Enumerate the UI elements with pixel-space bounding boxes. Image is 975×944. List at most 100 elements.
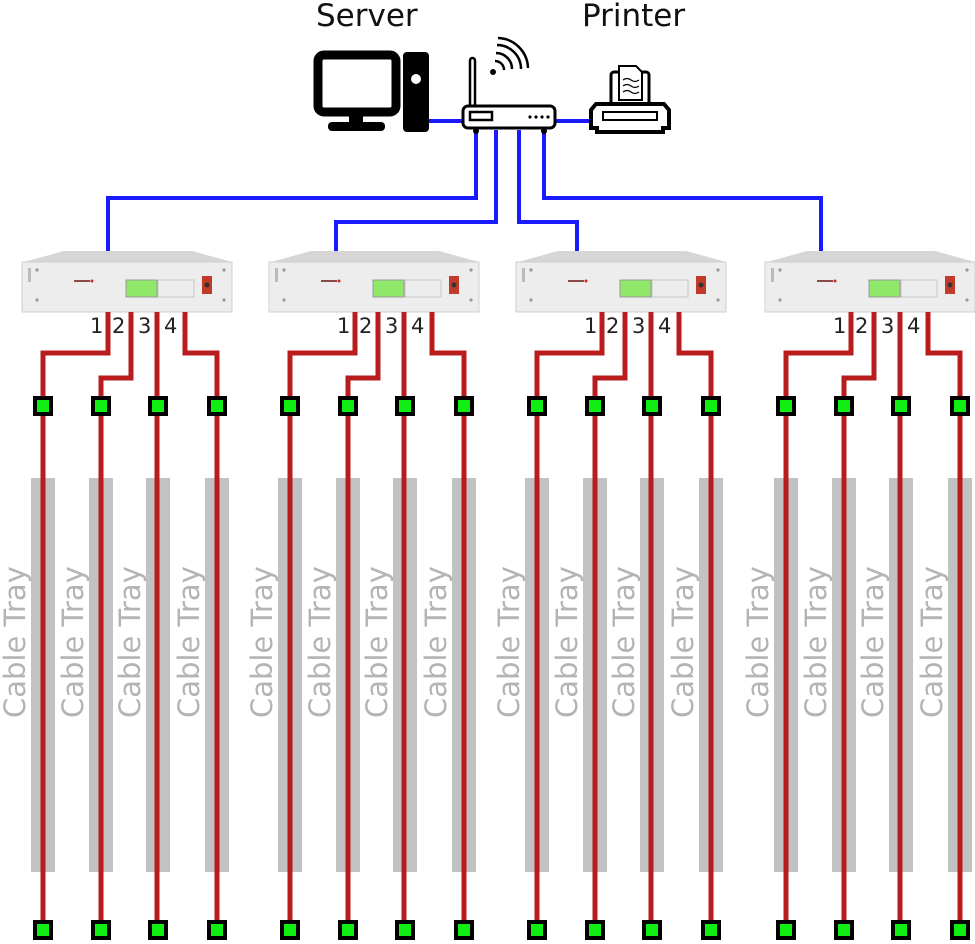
port-label-2: 2: [112, 314, 125, 338]
network-cable-unit-1: [106, 130, 478, 252]
connection-node-indicator: [895, 400, 907, 412]
port-label-2: 2: [359, 314, 372, 338]
rack-unit-top: [767, 251, 975, 262]
rack-panel: [900, 279, 938, 298]
connection-node-indicator: [531, 924, 543, 936]
rack-screw: [716, 268, 720, 272]
connection-node-indicator: [458, 924, 470, 936]
connection-node-indicator: [458, 400, 470, 412]
connection-node-indicator: [954, 400, 966, 412]
connection-node-indicator: [780, 400, 792, 412]
cable-tray-label: Cable Tray: [492, 566, 526, 718]
connection-node-indicator: [705, 400, 717, 412]
connection-node-indicator: [284, 400, 296, 412]
rack-lcd-display: [868, 279, 901, 298]
connection-node-indicator: [37, 924, 49, 936]
rack-unit-unit-1[interactable]: [21, 251, 233, 313]
rack-unit-unit-4[interactable]: [764, 251, 975, 313]
group-unit-4: Cable Tray Cable Tray Cable Tray Cable Tray…: [741, 251, 975, 940]
printer-label: Printer: [582, 0, 685, 34]
signal-cable-port-4: [925, 312, 963, 930]
connection-node-indicator: [342, 400, 354, 412]
connection-node-indicator: [399, 400, 411, 412]
port-label-1: 1: [90, 314, 103, 338]
cable-tray-label: Cable Tray: [360, 566, 394, 718]
power-switch-knob: [204, 282, 210, 288]
power-switch-knob: [451, 282, 457, 288]
port-label-3: 3: [138, 314, 151, 338]
port-label-3: 3: [632, 314, 645, 338]
connection-node-indicator: [152, 400, 164, 412]
rack-vent: [28, 268, 31, 282]
connection-node-indicator: [780, 924, 792, 936]
connection-node-indicator: [895, 924, 907, 936]
rack-brand-dot: [833, 279, 837, 283]
cable-tray-label: Cable Tray: [113, 566, 147, 718]
cable-tray-label: Cable Tray: [915, 566, 949, 718]
rack-brand-logo: [817, 280, 833, 282]
power-switch-knob: [698, 282, 704, 288]
signal-cable-port-4: [429, 312, 467, 930]
tower-icon: [403, 52, 429, 132]
rack-brand-dot: [90, 279, 94, 283]
port-label-1: 1: [337, 314, 350, 338]
network-cables: [106, 119, 823, 252]
rack-panel: [651, 279, 689, 298]
cable-tray-label: Cable Tray: [172, 566, 206, 718]
rack-screw: [529, 298, 533, 302]
rack-lcd-display: [372, 279, 405, 298]
rack-brand-logo: [568, 280, 584, 282]
connection-node-indicator: [838, 400, 850, 412]
cable-tray-label: Cable Tray: [856, 566, 890, 718]
port-label-1: 1: [833, 314, 846, 338]
signal-cable-port-1: [534, 312, 605, 930]
signal-cable-port-1: [40, 312, 111, 930]
signal-cable-port-4: [676, 312, 714, 930]
rack-unit-top: [271, 251, 479, 262]
signal-cable-port-2: [592, 312, 628, 930]
rack-screw: [282, 298, 286, 302]
cable-tray-label: Cable Tray: [741, 566, 775, 718]
network-cable-unit-2: [334, 130, 498, 252]
connection-node-indicator: [954, 924, 966, 936]
port-label-4: 4: [658, 314, 671, 338]
rack-brand-dot: [337, 279, 341, 283]
connection-node-indicator: [211, 924, 223, 936]
signal-cable-port-2: [98, 312, 134, 930]
rack-lcd-display: [619, 279, 652, 298]
signal-cable-port-4: [182, 312, 220, 930]
rack-brand-logo: [321, 280, 337, 282]
monitor-icon: [313, 50, 401, 131]
rack-screw: [778, 268, 782, 272]
port-label-4: 4: [907, 314, 920, 338]
rack-screw: [965, 268, 969, 272]
wifi-icon: [490, 36, 530, 75]
router-icon: [461, 56, 557, 134]
connection-node-indicator: [342, 924, 354, 936]
rack-screw: [222, 268, 226, 272]
rack-unit-unit-2[interactable]: [268, 251, 480, 313]
connection-node-indicator: [37, 400, 49, 412]
port-label-4: 4: [164, 314, 177, 338]
rack-screw: [778, 298, 782, 302]
rack-unit-unit-3[interactable]: [515, 251, 727, 313]
rack-lcd-display: [125, 279, 158, 298]
rack-vent: [522, 268, 525, 282]
cable-tray-label: Cable Tray: [666, 566, 700, 718]
port-label-3: 3: [881, 314, 894, 338]
rack-screw: [469, 268, 473, 272]
connection-node-indicator: [211, 400, 223, 412]
port-label-3: 3: [385, 314, 398, 338]
cable-tray-label: Cable Tray: [303, 566, 337, 718]
cable-tray-label: Cable Tray: [550, 566, 584, 718]
network-cable-unit-4: [542, 130, 823, 252]
connection-node-indicator: [646, 400, 658, 412]
connection-node-indicator: [284, 924, 296, 936]
connection-node-indicator: [838, 924, 850, 936]
cable-tray-label: Cable Tray: [245, 566, 279, 718]
cable-tray-label: Cable Tray: [799, 566, 833, 718]
